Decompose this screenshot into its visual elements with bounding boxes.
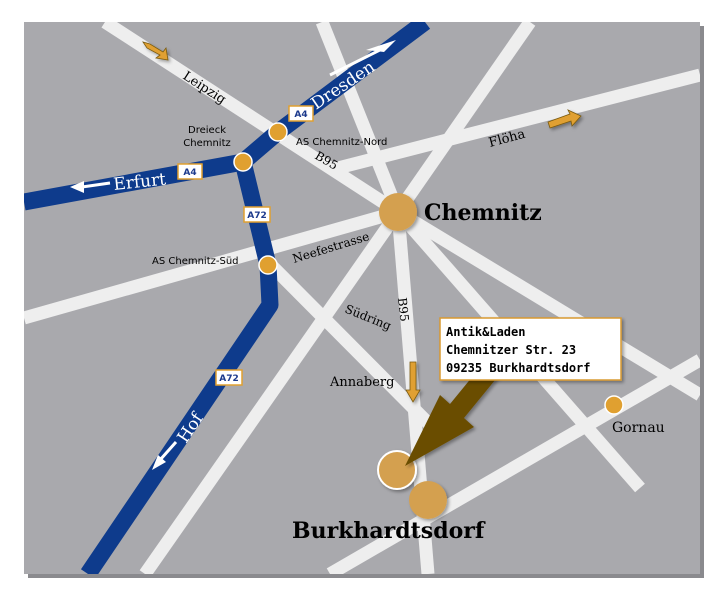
road-leipzig <box>101 22 402 218</box>
junction-label-dreieck-line2: Chemnitz <box>183 138 231 149</box>
road-floeha <box>328 68 700 177</box>
road-suedring <box>263 257 450 445</box>
marker-as-chemnitz-nord <box>268 122 288 142</box>
shield-a72-upper: A72 <box>243 206 271 223</box>
arrow-dresden-icon <box>366 40 396 52</box>
road-southwest <box>139 208 404 574</box>
svg-text:A4: A4 <box>183 168 196 178</box>
marker-burkhardtsdorf <box>409 481 447 519</box>
road-label-b95-south: B95 <box>395 297 411 322</box>
junction-label-as-chemnitz-sued: AS Chemnitz-Süd <box>152 256 239 267</box>
arrow-leipzig-icon <box>142 41 169 61</box>
marker-chemnitz <box>379 193 417 231</box>
address-line-3: 09235 Burkhardtsdorf <box>446 361 591 375</box>
city-label-chemnitz: Chemnitz <box>424 200 542 226</box>
marker-as-chemnitz-sued <box>258 255 278 275</box>
address-line-2: Chemnitzer Str. 23 <box>446 343 576 357</box>
arrow-floeha-icon <box>547 109 582 129</box>
svg-text:A72: A72 <box>219 374 239 384</box>
road-label-annaberg: Annaberg <box>329 375 394 390</box>
address-box: Antik&Laden Chemnitzer Str. 23 09235 Bur… <box>439 317 622 381</box>
arrow-erfurt-icon <box>70 181 84 193</box>
road-burkhardtsdorf <box>326 354 700 574</box>
arrow-hof-icon <box>152 455 166 470</box>
city-label-gornau: Gornau <box>612 420 665 436</box>
shield-a72-lower: A72 <box>215 369 243 386</box>
address-line-1: Antik&Laden <box>446 325 525 339</box>
road-north <box>315 22 405 215</box>
road-neefestrasse <box>24 205 400 325</box>
junction-label-dreieck-line1: Dreieck <box>188 125 226 136</box>
shield-a4-top: A4 <box>288 105 314 122</box>
city-label-burkhardtsdorf: Burkhardtsdorf <box>292 518 486 544</box>
shield-a4-left: A4 <box>177 163 203 180</box>
svg-text:A4: A4 <box>294 110 307 120</box>
marker-destination <box>377 450 417 490</box>
marker-gornau <box>604 395 624 415</box>
destination-arrow-icon <box>405 360 500 466</box>
road-east <box>394 206 700 401</box>
marker-dreieck-chemnitz <box>233 152 253 172</box>
highway-a4 <box>24 22 431 211</box>
arrow-annaberg-icon <box>405 361 421 403</box>
svg-text:A72: A72 <box>247 211 267 221</box>
road-northeast <box>392 22 536 216</box>
junction-label-as-chemnitz-nord: AS Chemnitz-Nord <box>296 137 387 148</box>
